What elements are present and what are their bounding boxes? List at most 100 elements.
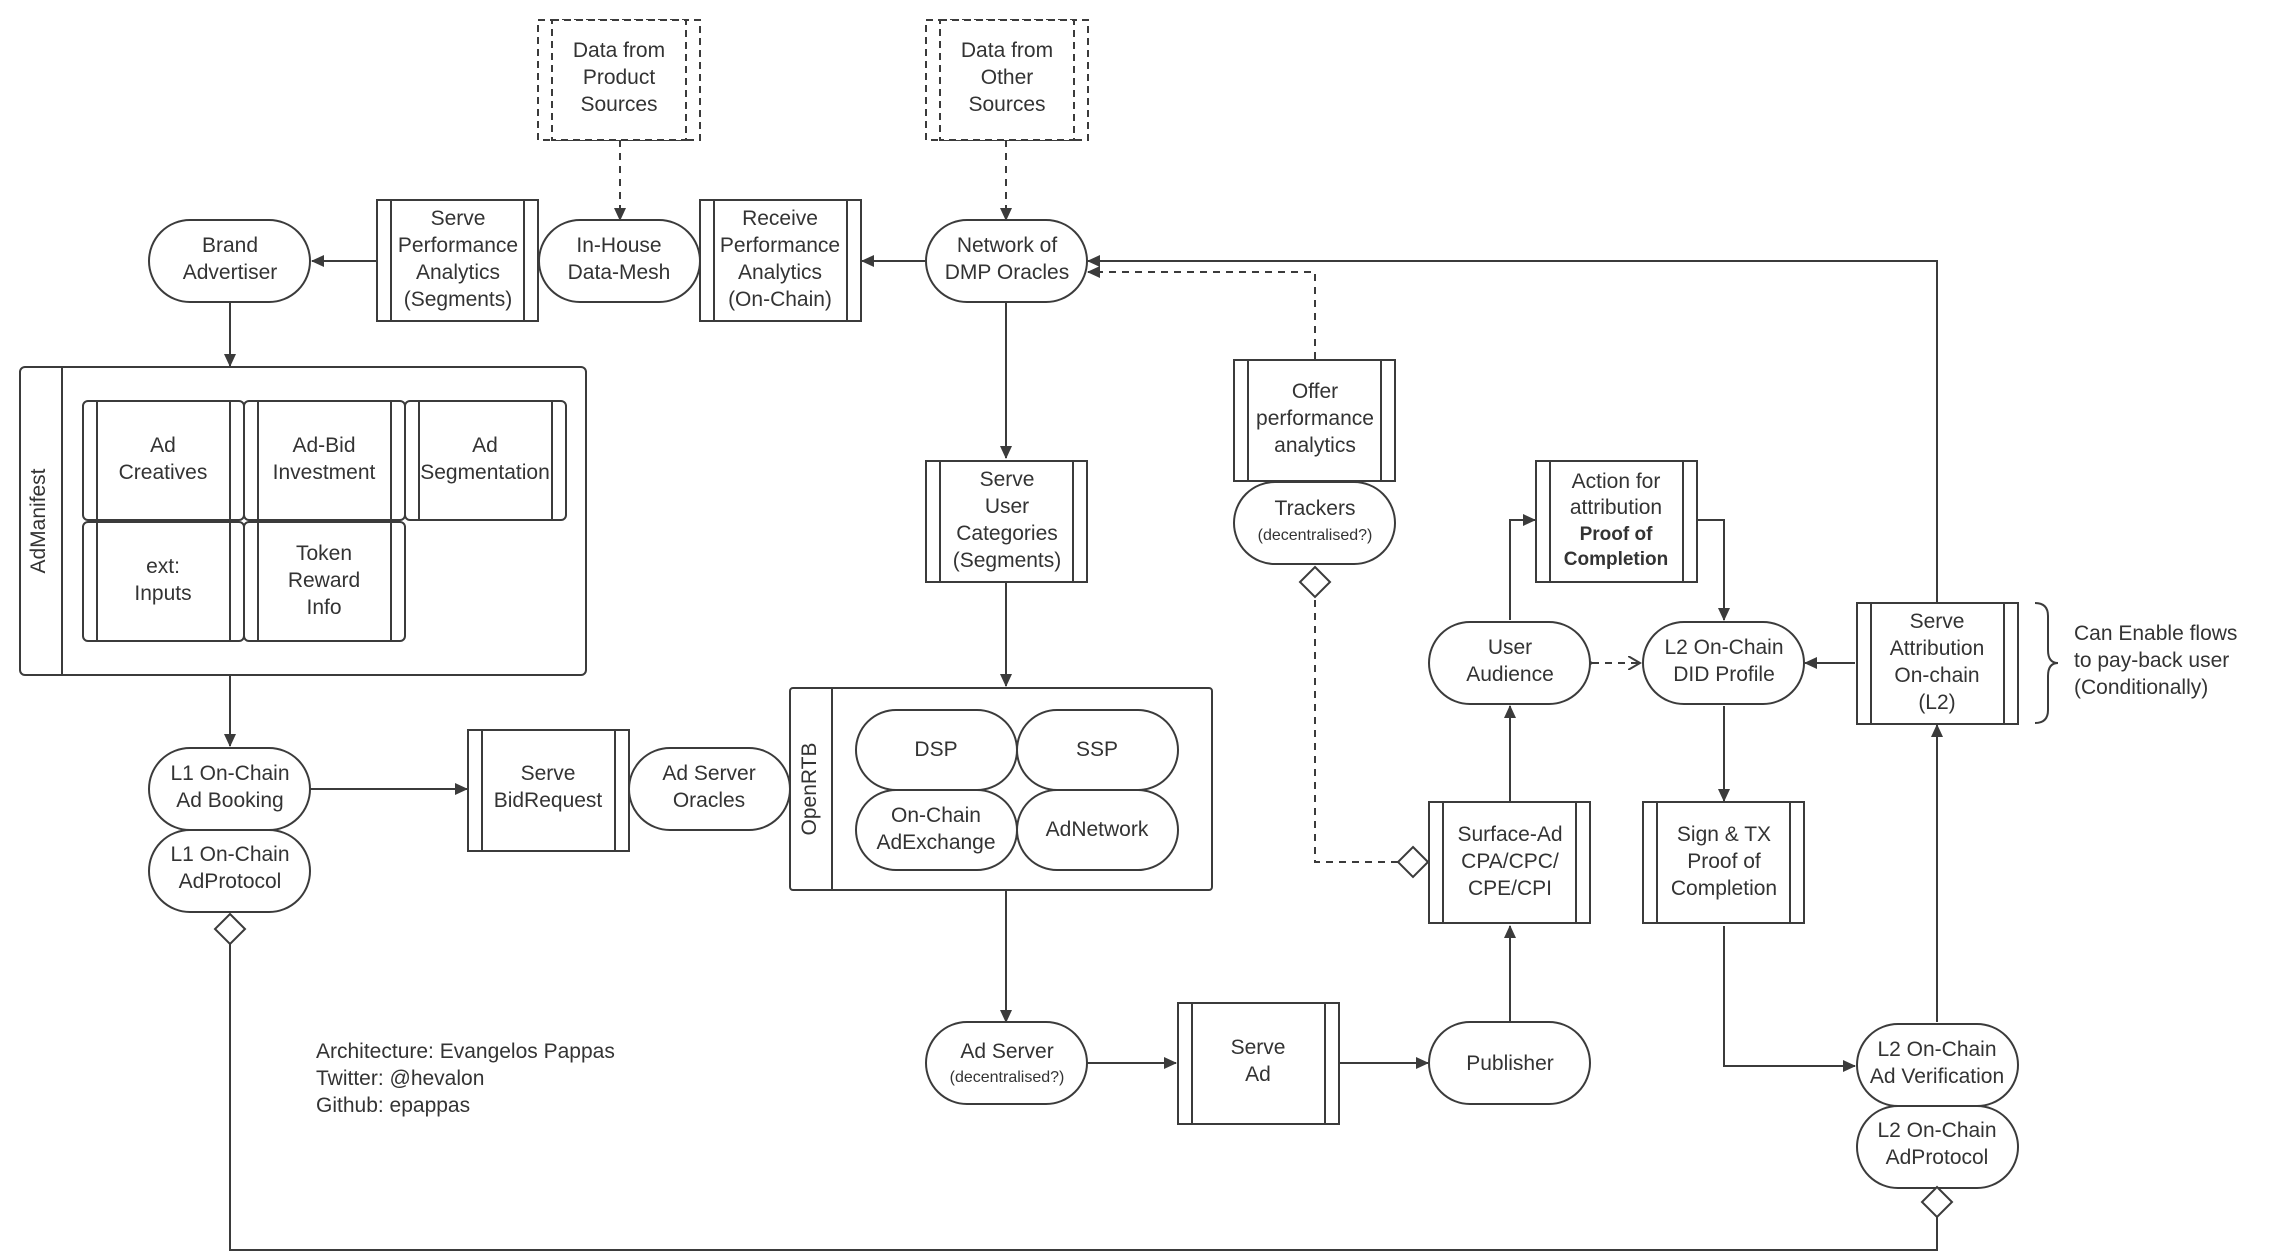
- receive-performance-line-1: Receive: [742, 207, 818, 230]
- dsp-node: DSP: [855, 709, 1018, 791]
- ad-server-oracles-line-1: Ad Server: [662, 762, 755, 785]
- data-product-line-1: Data from: [573, 39, 665, 62]
- serve-bidrequest-line-1: Serve: [521, 762, 576, 785]
- onchain-adexchange-shape: [855, 789, 1018, 871]
- ad-server-oracles-node: Ad Server Oracles: [628, 747, 791, 831]
- trackers-sublabel: (decentralised?): [1258, 527, 1373, 544]
- token-reward-line-3: Info: [306, 596, 341, 619]
- adnetwork-node: AdNetwork: [1016, 789, 1179, 871]
- offer-performance-line-2: performance: [1256, 407, 1374, 430]
- ext-inputs-line-2: Inputs: [134, 582, 191, 605]
- data-other-sources: Data from Other Sources: [925, 19, 1089, 141]
- connectors: [224, 140, 1943, 1251]
- onchain-adexchange-node: On-Chain AdExchange: [855, 789, 1018, 871]
- serve-ad-shape: [1177, 1002, 1340, 1125]
- action-attribution-shape: [1535, 460, 1698, 583]
- l1-protocol-line-1: L1 On-Chain: [170, 843, 289, 866]
- ad-creatives-dividers: [96, 401, 231, 520]
- sign-tx-line-3: Completion: [1671, 877, 1777, 900]
- sign-tx-line-2: Proof of: [1687, 850, 1761, 873]
- ad-bid-line-2: Investment: [273, 461, 376, 484]
- serve-ad-line-1: Serve: [1231, 1036, 1286, 1059]
- serve-user-categories-shape: [925, 460, 1088, 583]
- serve-bidrequest-line-2: BidRequest: [494, 789, 603, 812]
- onchain-adexchange-line-2: AdExchange: [876, 831, 995, 854]
- receive-performance-node: Receive Performance Analytics (On-Chain): [699, 199, 862, 322]
- l2-did-profile-node: L2 On-Chain DID Profile: [1642, 621, 1805, 705]
- action-attribution-bold-2: Completion: [1564, 549, 1669, 570]
- serve-user-categories-dividers: [939, 461, 1074, 582]
- ad-server-shape: [925, 1021, 1088, 1105]
- dsp-label: DSP: [914, 738, 957, 761]
- l1-adprotocol-node: L1 On-Chain AdProtocol: [148, 829, 311, 946]
- offer-performance-shape: [1233, 359, 1396, 482]
- ext-inputs-dividers: [96, 522, 231, 641]
- payback-note: Can Enable flows to pay-back user (Condi…: [2034, 602, 2237, 724]
- ext-inputs-node: ext: Inputs: [82, 521, 245, 642]
- data-other-line-2: Other: [981, 66, 1034, 89]
- inhouse-data-mesh-node: In-House Data-Mesh: [538, 219, 701, 303]
- serve-attribution-line-4: (L2): [1918, 691, 1955, 714]
- offer-performance-node: Offer performance analytics: [1233, 359, 1396, 482]
- payback-note-line-1: Can Enable flows: [2074, 622, 2237, 645]
- token-reward-shape: [243, 521, 406, 642]
- brand-advertiser-line-1: Brand: [202, 234, 258, 257]
- data-product-line-2: Product: [583, 66, 656, 89]
- inhouse-mesh-line-1: In-House: [576, 234, 661, 257]
- token-reward-line-2: Reward: [288, 569, 360, 592]
- adnetwork-shape: [1016, 789, 1179, 871]
- ad-server-oracles-line-2: Oracles: [673, 789, 745, 812]
- receive-performance-dividers: [713, 200, 848, 321]
- ad-segmentation-line-2: Segmentation: [420, 461, 550, 484]
- ad-segmentation-node: Ad Segmentation: [404, 400, 567, 521]
- payback-brace: [2034, 602, 2059, 724]
- connector-l1-protocol-to-l2-protocol: [229, 944, 1938, 1251]
- ad-creatives-line-2: Creatives: [119, 461, 208, 484]
- serve-bidrequest-dividers: [481, 730, 616, 851]
- payback-note-line-3: (Conditionally): [2074, 676, 2208, 699]
- serve-performance-line-2: Performance: [398, 234, 518, 257]
- ad-bid-line-1: Ad-Bid: [292, 434, 355, 457]
- trackers-label: Trackers: [1275, 497, 1356, 520]
- offer-performance-dividers: [1247, 360, 1382, 481]
- admanifest-title: AdManifest: [27, 468, 50, 573]
- connector-sign-tx-to-verification: [1723, 926, 1856, 1072]
- ad-segmentation-dividers: [418, 401, 553, 520]
- trackers-node: Trackers (decentralised?): [1233, 481, 1396, 599]
- serve-user-categories-line-3: Categories: [956, 522, 1058, 545]
- serve-attribution-line-1: Serve: [1910, 610, 1965, 633]
- offer-performance-line-1: Offer: [1292, 380, 1338, 403]
- connector-trackers-to-surface-ad: [1314, 600, 1398, 863]
- serve-performance-line-1: Serve: [431, 207, 486, 230]
- publisher-label: Publisher: [1466, 1052, 1554, 1075]
- ext-inputs-line-1: ext:: [146, 555, 180, 578]
- user-audience-node: User Audience: [1428, 621, 1591, 705]
- surface-ad-dividers: [1442, 802, 1577, 923]
- data-other-line-3: Sources: [968, 93, 1045, 116]
- ad-creatives-node: Ad Creatives: [82, 400, 245, 521]
- connector-attribution-to-dmp: [1087, 255, 1938, 602]
- brand-advertiser-shape: [148, 219, 311, 303]
- receive-performance-shape: [699, 199, 862, 322]
- credits-architecture: Architecture: Evangelos Pappas: [316, 1040, 615, 1063]
- dmp-oracles-line-2: DMP Oracles: [945, 261, 1069, 284]
- serve-bidrequest-shape: [467, 729, 630, 852]
- serve-attribution-shape: [1856, 602, 2019, 725]
- l1-booking-line-1: L1 On-Chain: [170, 762, 289, 785]
- openrtb-container: OpenRTB DSP SSP On-Chain AdExchange AdNe…: [789, 687, 1213, 891]
- token-reward-dividers: [257, 522, 392, 641]
- brand-advertiser-node: Brand Advertiser: [148, 219, 311, 303]
- credits-twitter: Twitter: @hevalon: [316, 1067, 484, 1090]
- l1-protocol-line-2: AdProtocol: [179, 870, 282, 893]
- admanifest-container: AdManifest Ad Creatives Ad-Bid Investmen…: [19, 366, 587, 676]
- surface-ad-line-1: Surface-Ad: [1457, 823, 1562, 846]
- l2-did-line-2: DID Profile: [1673, 663, 1775, 686]
- receive-performance-line-2: Performance: [720, 234, 840, 257]
- data-product-sources: Data from Product Sources: [537, 19, 701, 141]
- ad-bid-dividers: [257, 401, 392, 520]
- data-other-line-1: Data from: [961, 39, 1053, 62]
- ad-server-label: Ad Server: [960, 1040, 1053, 1063]
- action-attribution-dividers: [1549, 461, 1684, 582]
- dmp-oracles-shape: [925, 219, 1088, 303]
